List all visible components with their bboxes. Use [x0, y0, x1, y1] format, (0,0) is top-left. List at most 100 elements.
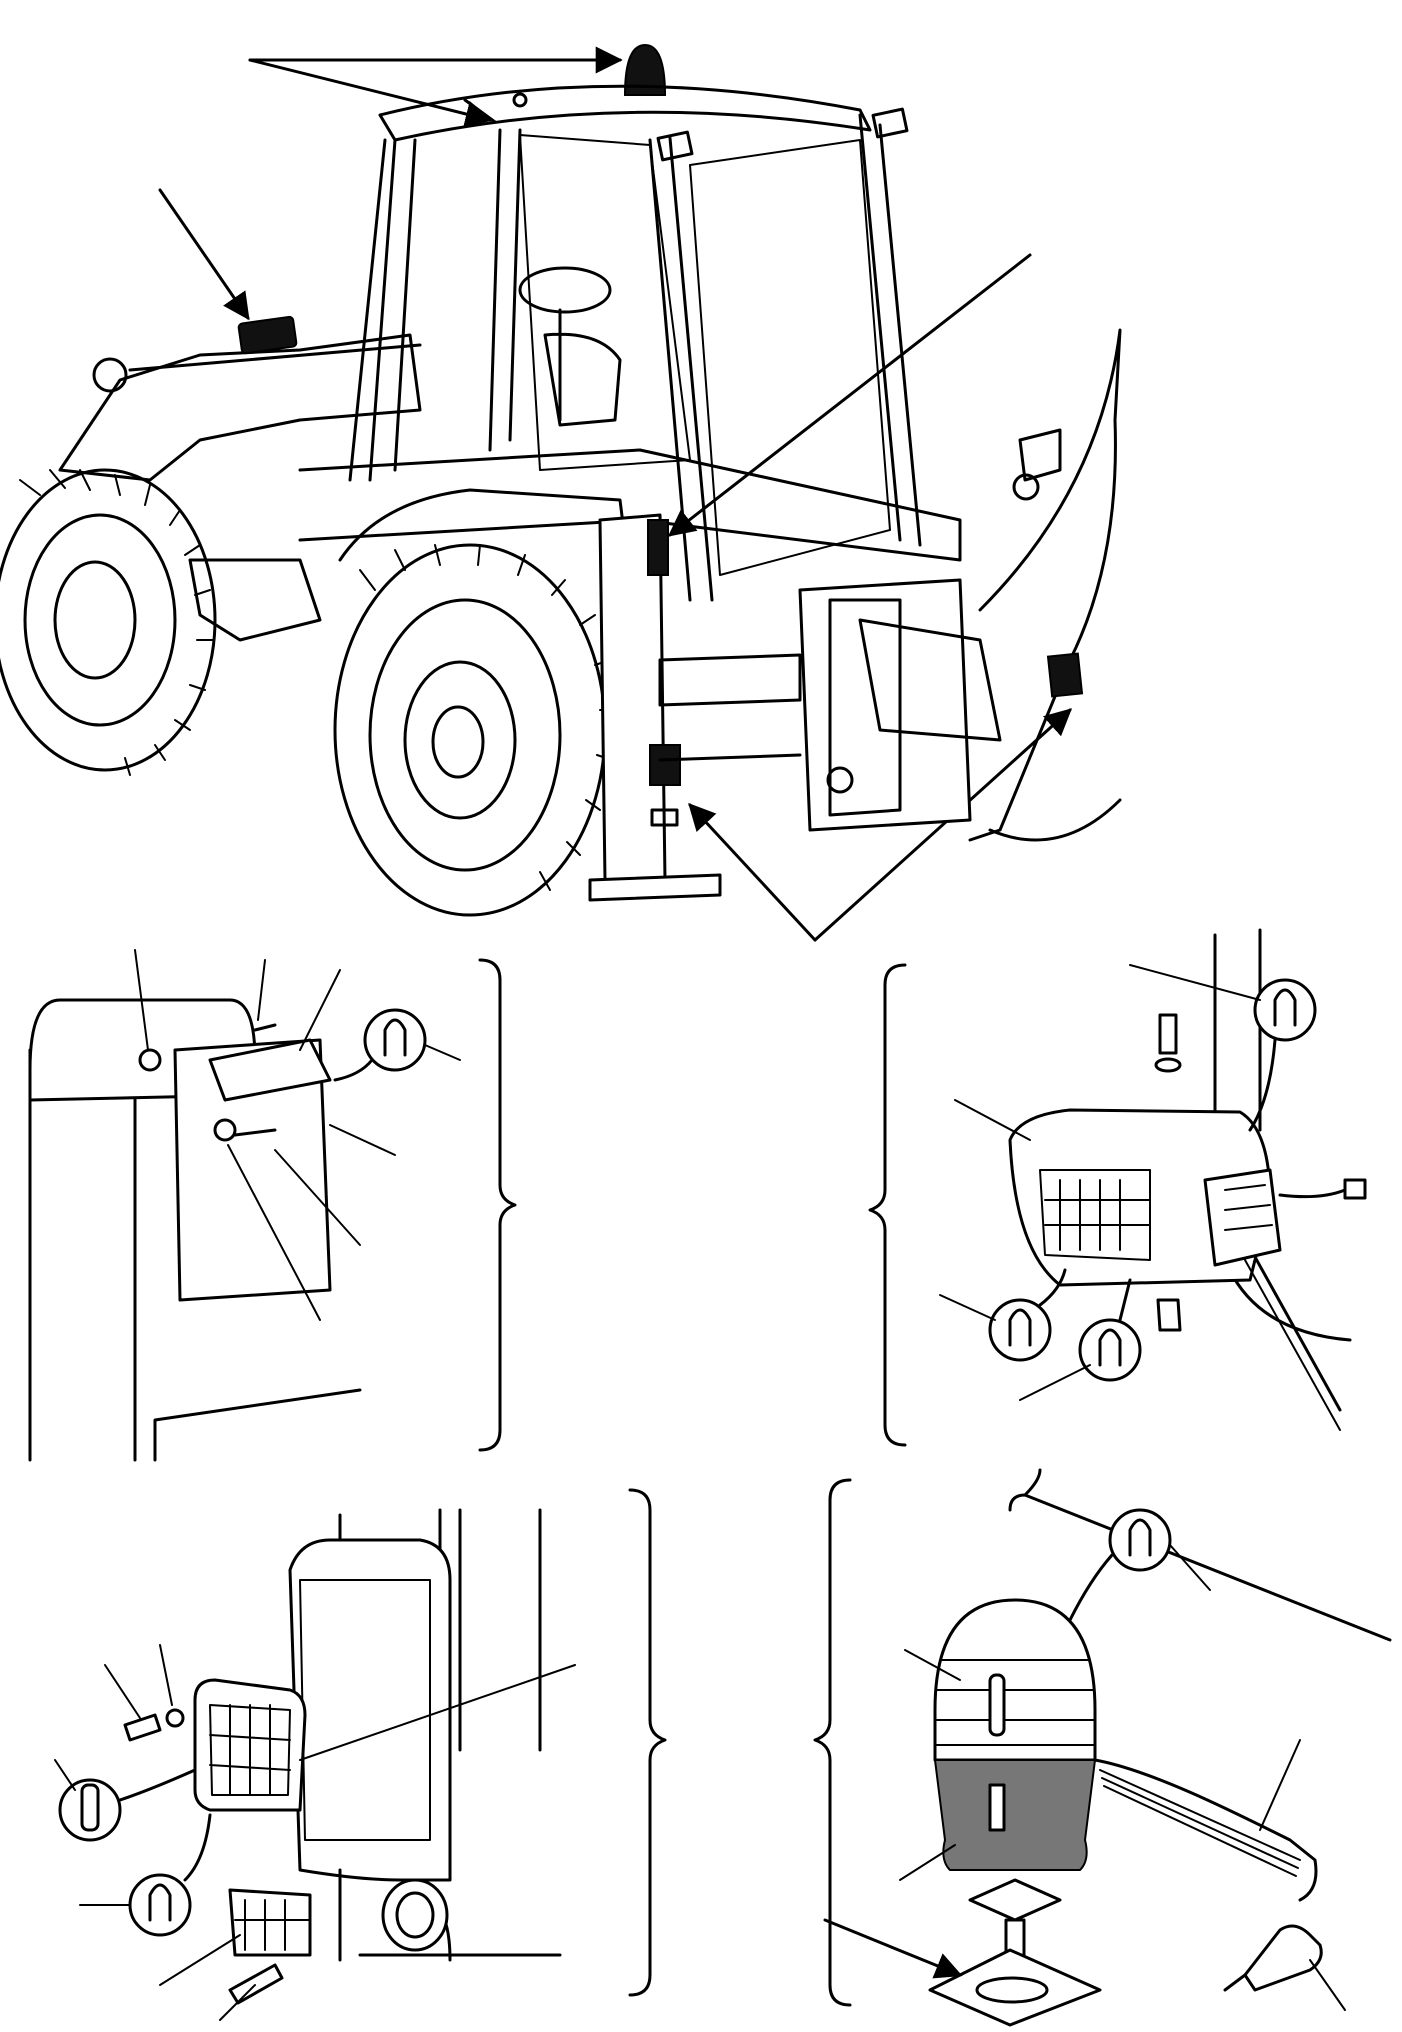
lamp-washer-icon [165, 1708, 185, 1728]
bulb-callout-3 [988, 1298, 1052, 1362]
bulb-callout-1 [363, 1008, 427, 1072]
bracket-nut-icon [138, 1048, 162, 1072]
post-rear-light-icon [649, 744, 681, 786]
frame-bolt [826, 766, 854, 794]
bulb-lead [1248, 1038, 1277, 1132]
rear-fender [338, 488, 632, 582]
cable-connector-icon [1343, 1178, 1367, 1200]
mount-ring-hole [395, 1891, 435, 1939]
bracket-washer-icon [213, 1118, 237, 1142]
rear-wheel [333, 543, 616, 917]
bulb-callout-6 [1108, 1508, 1172, 1572]
mount-washer-icon [1154, 1057, 1182, 1073]
bulb-lead [1118, 1278, 1132, 1322]
roof-work-light-icon [656, 130, 694, 162]
lift-cylinder [128, 343, 422, 372]
side-light-detail [54, 1488, 667, 2021]
cab-window [689, 139, 891, 576]
leader-lines [939, 964, 1341, 1431]
post-outline [28, 1048, 362, 1462]
lamp-screw-icon [123, 1713, 162, 1742]
bulb-icon [1008, 1308, 1032, 1347]
leader-lines [54, 1644, 576, 2021]
cab-pillars [488, 128, 714, 602]
arrow-to-rear-right-light [813, 708, 1073, 942]
cab-right-pillar [858, 113, 922, 547]
front-wheel [0, 468, 217, 776]
indicator-lens [1224, 1184, 1273, 1231]
arrow-to-front-light [158, 188, 250, 321]
work-light-housing [1008, 1108, 1272, 1287]
bulb-lead [333, 1058, 374, 1082]
beacon-coil-cable [1093, 1758, 1318, 1902]
brace-left [813, 1478, 852, 2007]
loader-arm [58, 333, 422, 482]
beacon-base-icon [933, 1759, 1097, 1871]
brace-top [1008, 1468, 1392, 1642]
work-light-lens-icon [1039, 1169, 1151, 1261]
steering-wheel-icon [518, 266, 612, 314]
mount-plate-hole [975, 1976, 1049, 2004]
rear-lamp-icon [208, 1038, 332, 1102]
cab-roof [378, 84, 872, 142]
brace-right [478, 958, 517, 1452]
boom-pivot [1012, 473, 1040, 501]
bulb-icon [1273, 988, 1297, 1027]
rear-frame [658, 653, 802, 762]
brace-left [868, 963, 907, 1447]
post-side-light-icon [647, 519, 669, 576]
bulb-icon [148, 1883, 172, 1922]
beacon-dome-ribs [934, 1659, 1096, 1746]
step-plate [188, 558, 322, 642]
work-light-detail [868, 928, 1367, 1447]
mount-nut-icon [1156, 1298, 1182, 1332]
reflector-grid [234, 1899, 311, 1951]
front-work-light-icon [237, 315, 298, 355]
bulb-callout-4 [1078, 1318, 1142, 1382]
lamp-bracket-plate [173, 1038, 332, 1302]
rear-light-detail [28, 949, 517, 1462]
reflector-screw-icon [228, 1963, 284, 2005]
post-reflector [650, 808, 679, 827]
chassis-body [298, 448, 962, 562]
roof-work-light-icon [871, 107, 909, 139]
bulb-callout-2 [1253, 978, 1317, 1042]
beacon-plug-icon [1243, 1924, 1323, 1992]
backhoe-boom [968, 328, 1122, 842]
guard-base [338, 1868, 562, 1962]
stabiliser [988, 798, 1122, 842]
loader-pivot [92, 357, 128, 393]
lamp-guard [288, 1538, 452, 1882]
reflector-icon [228, 1888, 312, 1957]
leader-lines [134, 949, 461, 1321]
backhoe-linkage [858, 618, 1002, 742]
lamp-screw-icon [253, 1023, 277, 1032]
bracket-bolt-icon [233, 1128, 277, 1137]
roof-mirror-icon [512, 92, 528, 108]
operator-seat [543, 308, 622, 427]
swing-frame [798, 578, 972, 832]
bulb-lead [1068, 1553, 1114, 1622]
beacon-mount-plate-icon [928, 1948, 1102, 2027]
arrow-to-mount-plate [823, 1918, 963, 1979]
work-light-cable [1278, 1188, 1347, 1199]
boom-rear-light-icon [1046, 652, 1084, 698]
cab-left-pillar [348, 138, 417, 482]
arrow-to-rear-left-light [688, 803, 817, 942]
side-lamp-lens [209, 1704, 291, 1796]
arrow-to-side-light [667, 253, 1032, 537]
machine-overview [0, 43, 1122, 942]
bulb-icon [1098, 1328, 1122, 1367]
beacon-lamp-icon [988, 1673, 1006, 1737]
swing-frame-inner [828, 598, 902, 817]
overview-arrows [158, 46, 1073, 942]
brace-right [628, 1488, 667, 1997]
leader-lines [899, 1544, 1346, 2011]
roof-beacon-icon [623, 43, 667, 96]
lens-grid [1044, 1179, 1151, 1251]
rear-light-post [588, 513, 722, 902]
fuse-icon [80, 1783, 100, 1832]
bulb-icon [383, 1018, 407, 1057]
coil-cable-windings [1099, 1769, 1301, 1877]
